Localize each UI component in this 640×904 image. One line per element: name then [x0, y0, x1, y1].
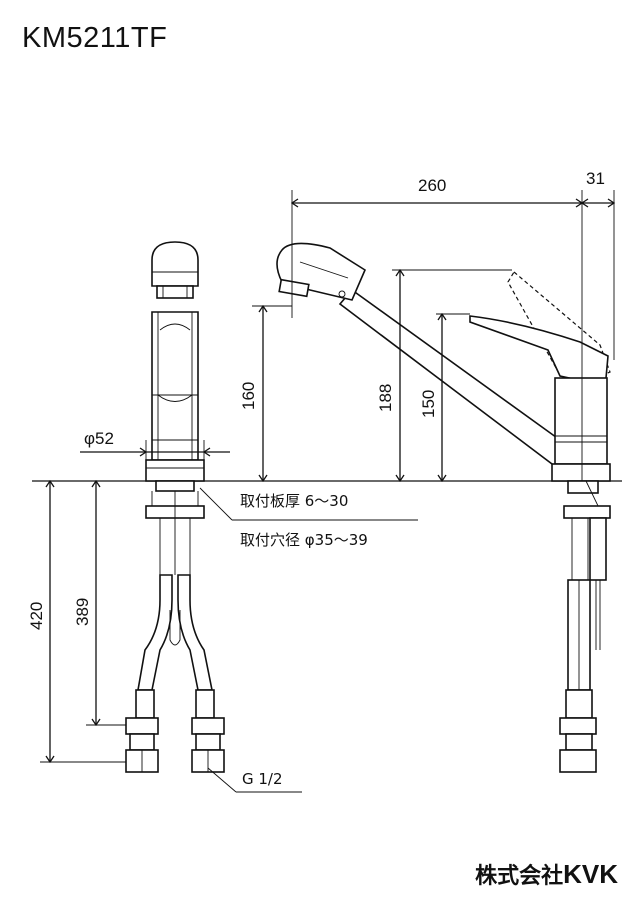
dim-phi52: φ52: [84, 429, 114, 448]
label-hole-diameter: 取付穴径 φ35～39: [240, 531, 368, 549]
dim-160: 160: [239, 382, 258, 410]
front-view: [125, 241, 225, 773]
label-thread: G 1/2: [242, 770, 283, 788]
model-number: KM5211TF: [22, 22, 168, 54]
dimension-lines: 260 31 160 188 150 φ52 420 389 取付板厚 6～30…: [27, 169, 616, 793]
dim-150: 150: [419, 390, 438, 418]
side-view: [276, 242, 611, 773]
dim-188: 188: [376, 384, 395, 412]
dim-260: 260: [418, 176, 446, 195]
dim-389: 389: [73, 598, 92, 626]
dim-31: 31: [586, 169, 605, 188]
dim-420: 420: [27, 602, 46, 630]
brand-logo: 株式会社KVK: [475, 858, 618, 890]
brand-kvk: KVK: [563, 859, 618, 889]
brand-jp: 株式会社: [475, 864, 564, 889]
label-plate-thickness: 取付板厚 6～30: [240, 492, 348, 510]
